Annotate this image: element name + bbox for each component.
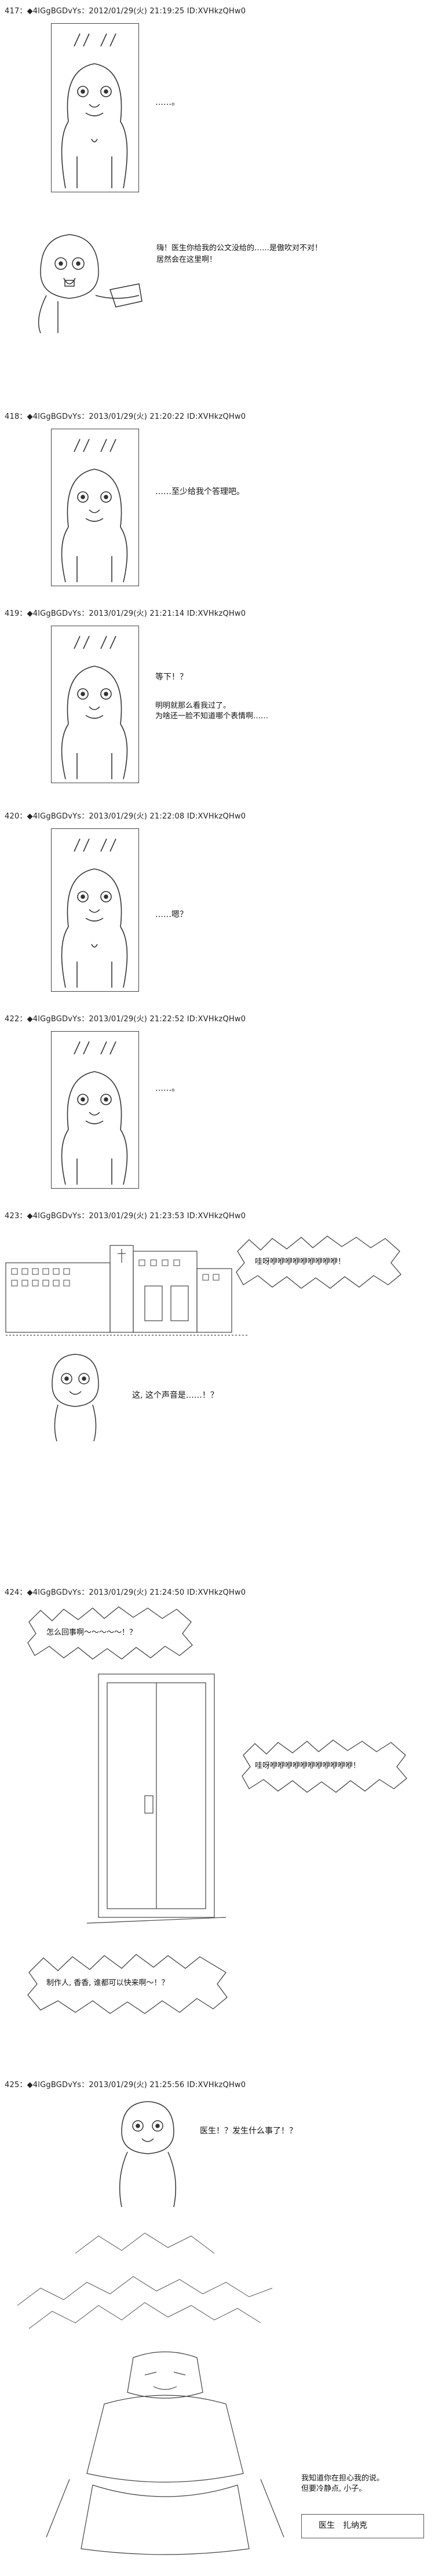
shout-text: 哇呀咿咿咿咿咿咿咿咿咿咿咿！ bbox=[255, 1762, 361, 1770]
shout-text: 制作人, 香香, 谁都可以快来啊～！？ bbox=[46, 1979, 169, 1987]
speech-burst bbox=[242, 1740, 407, 1793]
dialogue-line: ……。 bbox=[155, 1084, 180, 1093]
character-figure bbox=[61, 635, 128, 780]
dialogue-line: 这, 这个声音是……！？ bbox=[132, 1391, 218, 1400]
speech-burst bbox=[236, 1236, 401, 1289]
post-header: 422：◆4lGgBGDvYs：2013/01/29(火) 21:22:52 I… bbox=[5, 1015, 246, 1024]
name-label-box bbox=[301, 2514, 424, 2538]
post-420: 420：◆4lGgBGDvYs：2013/01/29(火) 21:22:08 I… bbox=[0, 805, 442, 1048]
character-frame bbox=[51, 1031, 139, 1189]
character-figure bbox=[61, 838, 128, 988]
dialogue-line: ……至少给我个答理吧。 bbox=[155, 487, 244, 496]
character-figure bbox=[61, 1041, 128, 1185]
post-423: 423：◆4lGgBGDvYs：2013/01/29(火) 21:23:53 I… bbox=[0, 1205, 442, 1610]
post-header: 417：◆4lGgBGDvYs：2012/01/29(火) 21:19:25 I… bbox=[5, 7, 246, 16]
post-header: 425：◆4lGgBGDvYs：2013/01/29(火) 21:25:56 I… bbox=[5, 2081, 246, 2089]
post-418: 418：◆4lGgBGDvYs：2013/01/29(火) 21:20:22 I… bbox=[0, 405, 442, 695]
post-header: 420：◆4lGgBGDvYs：2013/01/29(火) 21:22:08 I… bbox=[5, 812, 246, 821]
character-figure bbox=[61, 439, 128, 583]
crowd-scene bbox=[17, 2232, 273, 2329]
character-frame bbox=[51, 429, 139, 586]
character-frame bbox=[51, 828, 139, 992]
post-header: 423：◆4lGgBGDvYs：2013/01/29(火) 21:23:53 I… bbox=[5, 1212, 246, 1221]
post-header: 419：◆4lGgBGDvYs：2013/01/29(火) 21:21:14 I… bbox=[5, 609, 246, 618]
doctor-figure bbox=[38, 234, 143, 334]
post-417: 417：◆4lGgBGDvYs：2012/01/29(火) 21:19:25 I… bbox=[0, 0, 442, 411]
dialogue-line: 嗨！医生你给我的公文没给的……是傲吹对不对！ bbox=[156, 244, 323, 253]
post-424: 424：◆4lGgBGDvYs：2013/01/29(火) 21:24:50 I… bbox=[0, 1581, 442, 2137]
post-header: 418：◆4lGgBGDvYs：2013/01/29(火) 21:20:22 I… bbox=[5, 412, 246, 421]
door-scene bbox=[86, 1674, 227, 1924]
zanac-figure bbox=[46, 2351, 284, 2555]
shout-text: 怎么回事啊～～～～～！？ bbox=[46, 1628, 137, 1637]
dialogue-line: 明明就那么看我过了。 bbox=[155, 701, 231, 710]
dialogue-line: 我知道你在担心我的说。 bbox=[301, 2474, 385, 2483]
character-figure bbox=[61, 33, 128, 189]
speech-burst bbox=[27, 1954, 228, 2014]
post-425: 425：◆4lGgBGDvYs：2013/01/29(火) 21:25:56 I… bbox=[0, 2074, 442, 2576]
character-name-label: 医生 扎纳克 bbox=[319, 2521, 367, 2530]
building-scene bbox=[5, 1245, 249, 1336]
dialogue-line: 为啥还一脸不知道哪个表情啊…… bbox=[155, 712, 269, 721]
dialogue-line: 等下！？ bbox=[155, 673, 188, 682]
doctor-figure bbox=[119, 2101, 177, 2208]
post-header: 424：◆4lGgBGDvYs：2013/01/29(火) 21:24:50 I… bbox=[5, 1588, 246, 1597]
character-frame bbox=[51, 23, 139, 192]
speech-burst bbox=[27, 1606, 193, 1660]
post-422: 422：◆4lGgBGDvYs：2013/01/29(火) 21:22:52 I… bbox=[0, 1008, 442, 1240]
character-frame bbox=[51, 626, 139, 783]
shout-text: 哇呀咿咿咿咿咿咿咿咿咿！ bbox=[255, 1258, 346, 1266]
doctor-figure bbox=[52, 1354, 99, 1442]
dialogue-line: 医生！？发生什么事了！？ bbox=[200, 2126, 297, 2136]
dialogue-line: 但要冷静点, 小子。 bbox=[301, 2484, 367, 2493]
dialogue-line: ……。 bbox=[155, 98, 180, 107]
dialogue-line: ……嗯？ bbox=[155, 910, 188, 919]
post-419: 419：◆4lGgBGDvYs：2013/01/29(火) 21:21:14 I… bbox=[0, 602, 442, 869]
dialogue-line: 居然会在这里啊！ bbox=[156, 255, 217, 264]
